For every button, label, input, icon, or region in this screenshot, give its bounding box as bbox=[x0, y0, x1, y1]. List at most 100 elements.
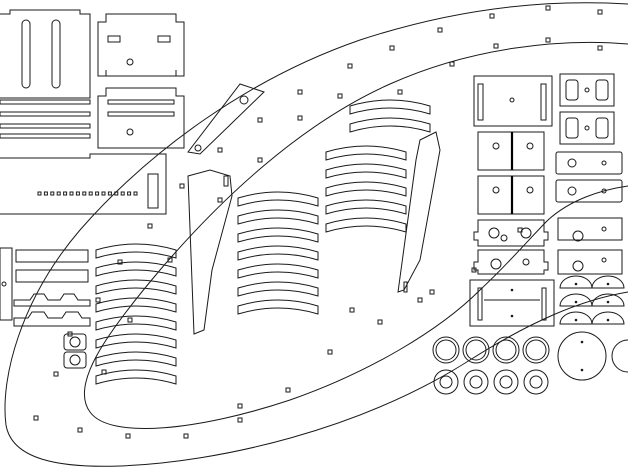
curved-slats-middle bbox=[237, 191, 319, 315]
dome-piece bbox=[591, 311, 625, 325]
panel-hole bbox=[37, 191, 42, 196]
dome-hole bbox=[574, 318, 578, 322]
curved-slat bbox=[325, 217, 407, 233]
dome-piece bbox=[559, 293, 593, 307]
curved-slat bbox=[325, 163, 407, 179]
curved-slat bbox=[237, 281, 319, 297]
dome-piece bbox=[559, 275, 593, 289]
curved-slat bbox=[237, 227, 319, 243]
ring-hole bbox=[389, 45, 395, 51]
ring-hole bbox=[33, 415, 39, 421]
bottom-left-pieces bbox=[0, 247, 91, 369]
wheel-discs bbox=[432, 336, 550, 395]
triangle-gusset bbox=[187, 83, 265, 155]
ring-hole bbox=[377, 319, 383, 325]
ring-hole bbox=[217, 147, 223, 153]
dome-hole bbox=[606, 300, 610, 304]
curved-slats-left bbox=[95, 243, 177, 385]
ring-hole bbox=[237, 417, 243, 423]
curved-slat bbox=[95, 351, 177, 367]
ring-hole bbox=[217, 197, 223, 203]
dome-pieces bbox=[559, 275, 625, 325]
ring-hole bbox=[449, 61, 455, 67]
wheel-outer bbox=[463, 369, 489, 395]
curved-slat bbox=[349, 99, 431, 115]
panel-hole bbox=[107, 191, 112, 196]
curved-slat bbox=[237, 299, 319, 315]
ring-hole bbox=[349, 307, 355, 313]
ring-hole bbox=[117, 259, 123, 265]
curved-slat bbox=[325, 199, 407, 215]
curved-slat bbox=[237, 245, 319, 261]
curved-slat bbox=[95, 369, 177, 385]
bracket-plate-middle bbox=[97, 87, 185, 149]
curved-slat bbox=[95, 333, 177, 349]
ring-hole bbox=[397, 89, 403, 95]
gear-outer bbox=[522, 336, 550, 364]
long-side-panel bbox=[0, 153, 167, 215]
ring-hole bbox=[489, 13, 495, 19]
ring-hole bbox=[597, 45, 603, 51]
body-ring bbox=[4, 2, 628, 467]
ring-hole bbox=[257, 157, 263, 163]
gear-inner bbox=[495, 339, 517, 361]
panel-hole bbox=[120, 191, 125, 196]
dome-piece bbox=[591, 293, 625, 307]
far-right-parts bbox=[555, 73, 623, 275]
ring-hole bbox=[597, 9, 603, 15]
gear-outer bbox=[432, 336, 460, 364]
curved-slat bbox=[95, 243, 177, 259]
large-discs bbox=[557, 331, 628, 381]
body-ring-inner bbox=[83, 41, 628, 430]
ring-hole bbox=[337, 93, 343, 99]
dome-piece bbox=[559, 311, 593, 325]
ring-mounting-holes bbox=[33, 5, 603, 439]
panel-hole bbox=[88, 191, 93, 196]
ring-hole bbox=[179, 183, 185, 189]
curved-slat bbox=[237, 191, 319, 207]
wheel-hub bbox=[529, 375, 543, 389]
ring-hole bbox=[53, 371, 59, 377]
panel-hole bbox=[43, 191, 48, 196]
top-left-plate bbox=[0, 9, 91, 139]
ring-hole bbox=[297, 115, 303, 121]
ring-hole bbox=[545, 5, 551, 11]
curved-slat bbox=[95, 279, 177, 295]
dome-hole bbox=[574, 300, 578, 304]
gear-inner bbox=[435, 339, 457, 361]
curved-slat bbox=[349, 117, 431, 133]
rail-pieces bbox=[187, 131, 441, 335]
panel-hole bbox=[82, 191, 87, 196]
panel-hole bbox=[95, 191, 100, 196]
ring-hole bbox=[127, 317, 133, 323]
panel-hole bbox=[114, 191, 119, 196]
panel-hole bbox=[69, 191, 74, 196]
ring-hole bbox=[257, 117, 263, 123]
ring-hole bbox=[77, 427, 83, 433]
gear-outer bbox=[492, 336, 520, 364]
wheel-hub bbox=[439, 375, 453, 389]
wheel-outer bbox=[433, 369, 459, 395]
panel-hole-row bbox=[37, 191, 138, 196]
curved-slat bbox=[95, 297, 177, 313]
ring-hole bbox=[437, 27, 443, 33]
wheel-outer bbox=[523, 369, 549, 395]
ring-hole bbox=[327, 349, 333, 355]
ring-hole bbox=[429, 289, 435, 295]
curved-slat bbox=[237, 209, 319, 225]
wheel-outer bbox=[493, 369, 519, 395]
gear-inner bbox=[525, 339, 547, 361]
bracket-plate-top bbox=[97, 13, 185, 77]
ring-hole bbox=[493, 43, 499, 49]
body-ring-outer bbox=[4, 2, 628, 467]
panel-hole bbox=[127, 191, 132, 196]
ring-hole bbox=[285, 387, 291, 393]
ring-hole bbox=[237, 403, 243, 409]
gear-outer bbox=[462, 336, 490, 364]
ring-hole bbox=[417, 297, 423, 303]
panel-hole bbox=[133, 191, 138, 196]
dome-hole bbox=[574, 282, 578, 286]
curved-slat bbox=[237, 263, 319, 279]
